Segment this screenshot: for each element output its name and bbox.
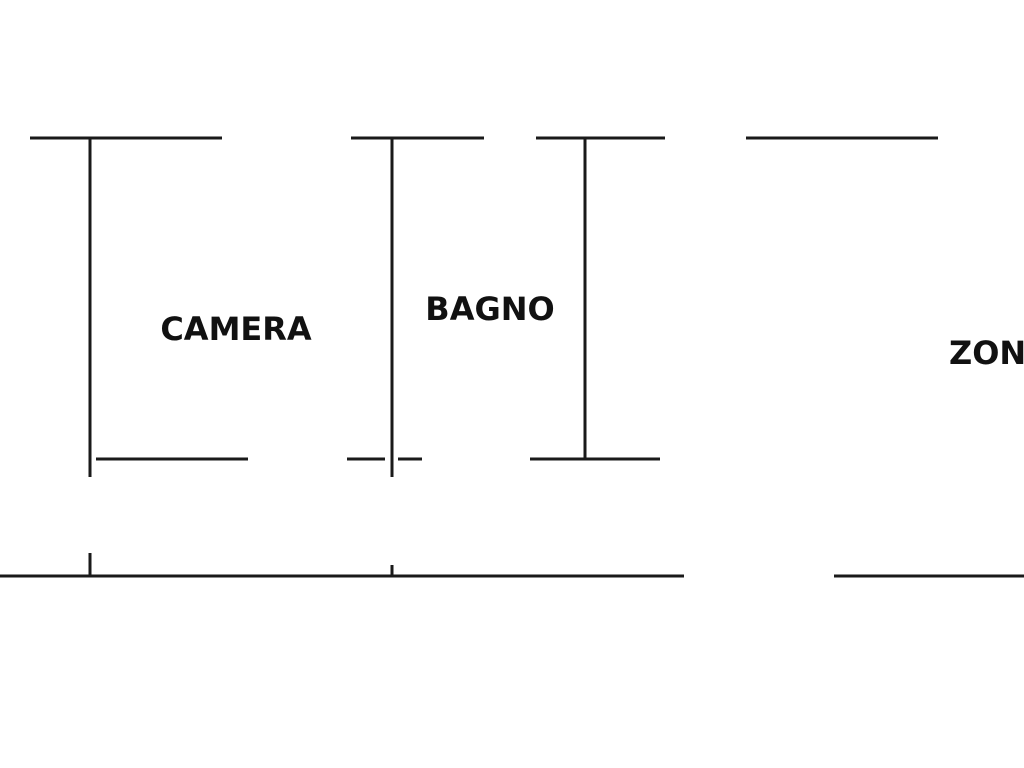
camera-room-walls (30, 136, 248, 576)
room-label-zona: ZON (949, 334, 1024, 372)
bagno-left-partition (347, 136, 484, 576)
room-label-bagno: BAGNO (425, 290, 554, 328)
bagno-right-partition (530, 136, 665, 461)
room-label-camera: CAMERA (160, 310, 312, 348)
